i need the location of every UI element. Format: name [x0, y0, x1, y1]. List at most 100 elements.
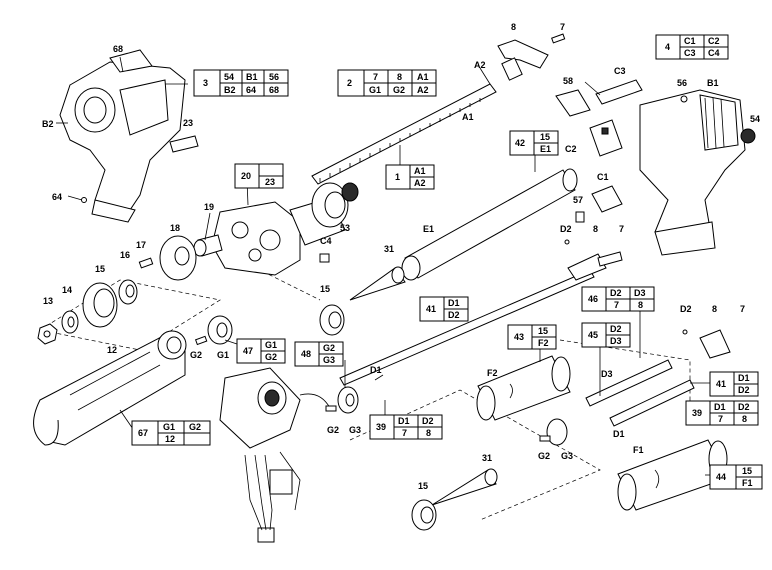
- label-31a: 31: [384, 244, 394, 254]
- label-12: 12: [107, 345, 117, 355]
- t3-key: 3: [203, 78, 208, 88]
- t2-c: A1: [417, 72, 429, 82]
- gearbox-assembly: [211, 182, 359, 276]
- ring-15-top: [319, 304, 345, 336]
- t45-c: D2: [610, 324, 622, 334]
- t48-c: G2: [323, 343, 335, 353]
- t4-c: C2: [708, 36, 720, 46]
- t2-c: G1: [369, 85, 381, 95]
- part-56-screw: [680, 95, 688, 103]
- label-C2: C2: [565, 144, 577, 154]
- t39a-c: 8: [426, 428, 431, 438]
- t2-c: 7: [373, 72, 378, 82]
- part-g1-g2-piston: [194, 315, 233, 346]
- part-54-knob: [740, 128, 756, 144]
- t3-c: B2: [224, 85, 236, 95]
- label-E1: E1: [423, 224, 434, 234]
- t39a-c: D1: [398, 416, 410, 426]
- label-C1: C1: [597, 172, 609, 182]
- part-15-ring-nut: [82, 282, 118, 328]
- part-g2-g3-piston: [325, 386, 359, 414]
- t47-c: G1: [265, 340, 277, 350]
- t4-c: C3: [684, 48, 696, 58]
- t47-key: 47: [243, 346, 253, 356]
- t39b-c: D2: [738, 402, 750, 412]
- label-F1: F1: [633, 445, 644, 455]
- label-31b: 31: [482, 453, 492, 463]
- t1-c: A1: [414, 166, 426, 176]
- part-16-bearing: [118, 279, 138, 305]
- label-D1a: D1: [370, 365, 382, 375]
- t41a-c: D1: [448, 298, 460, 308]
- part-57-spring: [575, 211, 585, 223]
- t4-c: C1: [684, 36, 696, 46]
- t3-c: 64: [246, 85, 256, 95]
- label-57: 57: [573, 195, 583, 205]
- t46-c: D3: [634, 288, 646, 298]
- label-G2a: G2: [190, 350, 202, 360]
- t41b-c: D1: [738, 373, 750, 383]
- label-C3: C3: [614, 66, 626, 76]
- part-g2-g3-lower: [539, 418, 568, 446]
- label-15c: 15: [418, 481, 428, 491]
- part-d2-right: [682, 329, 688, 335]
- table-43: 43 15 F2: [507, 324, 557, 350]
- t67-c: G1: [163, 422, 175, 432]
- part-d2-screw: [564, 239, 570, 245]
- t46-c: D2: [610, 288, 622, 298]
- label-D2b: D2: [680, 304, 692, 314]
- label-53: 53: [340, 223, 350, 233]
- label-19: 19: [204, 202, 214, 212]
- label-G1: G1: [217, 350, 229, 360]
- part-18-flange: [159, 235, 197, 281]
- label-8b: 8: [593, 224, 598, 234]
- label-D2a: D2: [560, 224, 572, 234]
- t20-c: 23: [265, 177, 275, 187]
- table-3: 3 54 B1 56 B2 64 68: [193, 69, 289, 97]
- label-D3: D3: [601, 369, 613, 379]
- label-C4: C4: [320, 236, 332, 246]
- t41a-c: D2: [448, 310, 460, 320]
- label-7c: 7: [740, 304, 745, 314]
- left-handle-housing: [59, 49, 186, 223]
- part-14-washer: [61, 310, 79, 334]
- table-44: 44 15 F1: [709, 464, 763, 490]
- t3-c: 56: [269, 72, 279, 82]
- label-64: 64: [52, 192, 62, 202]
- label-56: 56: [677, 78, 687, 88]
- label-7b: 7: [619, 224, 624, 234]
- t47-c: G2: [265, 352, 277, 362]
- nozzle-31-top: [349, 266, 406, 301]
- t1-c: A2: [414, 178, 426, 188]
- label-G2b: G2: [327, 425, 339, 435]
- label-54: 54: [750, 114, 760, 124]
- part-58-latch: [555, 89, 591, 117]
- t39b-c: 8: [742, 414, 747, 424]
- part-8-rack-end: [497, 39, 549, 81]
- table-47: 47 G1 G2: [236, 338, 286, 364]
- label-13: 13: [43, 296, 53, 306]
- t67-c: 12: [165, 434, 175, 444]
- t3-c: B1: [246, 72, 258, 82]
- t42-c: 15: [540, 132, 550, 142]
- label-A2: A2: [474, 60, 486, 70]
- label-16: 16: [120, 250, 130, 260]
- table-41-top: 41 D1 D2: [419, 296, 469, 322]
- rod-d1: [339, 251, 623, 386]
- part-64-screw: [67, 195, 87, 203]
- t39b-c: 7: [718, 414, 723, 424]
- t44-c: 15: [742, 466, 752, 476]
- part-17-screw: [138, 257, 154, 269]
- part-7-screw: [551, 33, 566, 44]
- tube-f2: [476, 355, 571, 421]
- label-15b: 15: [320, 284, 330, 294]
- motor-and-wiring: [219, 367, 331, 543]
- t44-key: 44: [716, 472, 726, 482]
- rod-d1-right: [609, 379, 695, 427]
- table-39-right: 39 D1 D2 7 8: [685, 400, 759, 426]
- t45-c: D3: [610, 336, 622, 346]
- t1-key: 1: [395, 172, 400, 182]
- t3-c: 54: [224, 72, 234, 82]
- part-19-coupler: [193, 234, 223, 257]
- table-20: 20 23: [234, 163, 284, 189]
